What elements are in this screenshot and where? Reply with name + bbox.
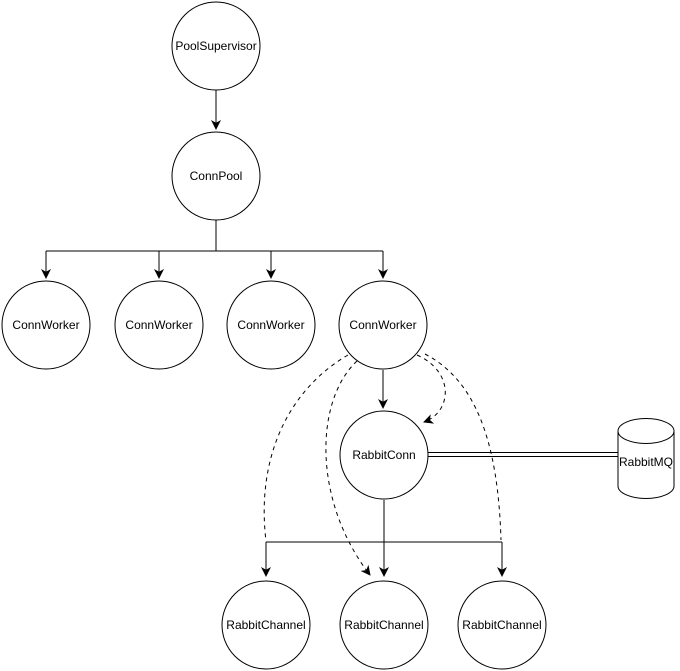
edge-dashed-connworker4-rabbitconn — [416, 354, 446, 424]
node-conn-worker-4: ConnWorker — [338, 280, 428, 370]
node-label-rabbit-channel-3: RabbitChannel — [462, 618, 541, 632]
node-label-rabbit-mq: RabbitMQ — [619, 455, 673, 469]
node-rabbit-mq-database: RabbitMQ — [617, 418, 675, 499]
node-label-rabbit-channel-2: RabbitChannel — [344, 618, 423, 632]
edge-dashed-connworker4-rabbitchannel1 — [263, 354, 349, 542]
node-rabbit-channel-2: RabbitChannel — [339, 580, 429, 670]
node-conn-pool: ConnPool — [171, 131, 261, 221]
node-label-pool-supervisor: PoolSupervisor — [175, 39, 256, 53]
node-label-conn-worker-3: ConnWorker — [237, 318, 304, 332]
node-label-rabbit-channel-1: RabbitChannel — [226, 618, 305, 632]
node-conn-worker-1: ConnWorker — [1, 280, 91, 370]
node-rabbit-conn: RabbitConn — [339, 410, 429, 500]
node-conn-worker-3: ConnWorker — [226, 280, 316, 370]
node-label-conn-worker-4: ConnWorker — [349, 318, 416, 332]
node-rabbit-channel-1: RabbitChannel — [221, 580, 311, 670]
database-cylinder-body — [617, 431, 675, 499]
database-cylinder-top — [617, 418, 675, 444]
node-label-conn-pool: ConnPool — [190, 169, 243, 183]
node-label-rabbit-conn: RabbitConn — [352, 448, 415, 462]
node-rabbit-channel-3: RabbitChannel — [457, 580, 547, 670]
node-label-conn-worker-2: ConnWorker — [125, 318, 192, 332]
node-label-conn-worker-1: ConnWorker — [12, 318, 79, 332]
node-pool-supervisor: PoolSupervisor — [171, 1, 261, 91]
edge-dashed-connworker4-rabbitchannel3 — [424, 353, 502, 541]
node-conn-worker-2: ConnWorker — [114, 280, 204, 370]
